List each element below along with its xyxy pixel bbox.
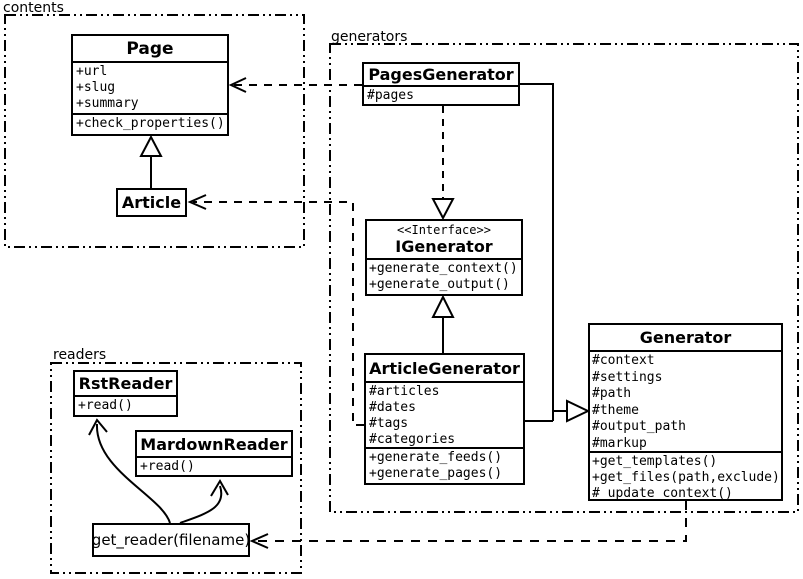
class-article: Article bbox=[116, 188, 187, 217]
attribute: #output_path bbox=[592, 419, 686, 434]
class-rstreader: RstReader +read() bbox=[73, 370, 178, 417]
package-border-contents bbox=[4, 14, 305, 248]
class-generator-title: Generator bbox=[590, 325, 781, 352]
arrow-getreader-mardownreader bbox=[179, 479, 229, 524]
attribute: #dates bbox=[369, 400, 416, 415]
method: +generate_output() bbox=[369, 277, 510, 292]
class-page: Page +url +slug +summary +check_properti… bbox=[71, 34, 229, 136]
class-mardownreader: MardownReader +read() bbox=[135, 430, 293, 477]
dependency-pagesgenerator-page bbox=[228, 77, 362, 93]
attribute: #categories bbox=[369, 432, 456, 447]
method: +read() bbox=[140, 459, 195, 474]
class-page-title: Page bbox=[73, 36, 227, 63]
class-igenerator: <<Interface>> IGenerator +generate_conte… bbox=[365, 219, 523, 296]
class-pagesgenerator: PagesGenerator #pages bbox=[362, 62, 520, 106]
dependency-generator-getreader bbox=[249, 501, 687, 549]
class-igenerator-title: IGenerator bbox=[395, 237, 493, 256]
arrow-getreader-rstreader bbox=[88, 418, 171, 524]
class-rstreader-title: RstReader bbox=[75, 372, 176, 397]
generalization-articlegenerator-igenerator bbox=[431, 294, 455, 353]
generalization-article-page bbox=[139, 134, 163, 188]
class-articlegenerator-title: ArticleGenerator bbox=[366, 355, 523, 383]
attribute: +slug bbox=[76, 80, 116, 95]
class-pagesgenerator-title: PagesGenerator bbox=[364, 64, 518, 87]
attribute: #theme bbox=[592, 402, 639, 418]
package-label-contents: contents bbox=[3, 0, 64, 16]
class-igenerator-stereotype: <<Interface>> bbox=[397, 223, 491, 237]
attribute: #path bbox=[592, 386, 632, 401]
attribute: #settings bbox=[592, 369, 663, 385]
function-get-reader: get_reader(filename) bbox=[92, 523, 250, 557]
attribute: #articles bbox=[369, 384, 440, 399]
attribute: #markup bbox=[592, 435, 647, 451]
class-articlegenerator: ArticleGenerator #articles #dates #tags … bbox=[364, 353, 525, 485]
method: +get_files(path,exclude) bbox=[592, 470, 780, 485]
realization-pagesgenerator-igenerator bbox=[431, 106, 455, 221]
method: +read() bbox=[78, 398, 133, 413]
package-label-generators: generators bbox=[331, 29, 408, 45]
attribute: +url bbox=[76, 64, 108, 79]
attribute: +summary bbox=[76, 96, 139, 111]
class-mardownreader-title: MardownReader bbox=[137, 432, 291, 458]
generalization-generators-generator bbox=[520, 83, 591, 423]
attribute: #tags bbox=[369, 416, 409, 431]
method: +generate_feeds() bbox=[369, 450, 503, 465]
method: #_update_context() bbox=[592, 486, 733, 501]
method: +generate_pages() bbox=[369, 466, 503, 481]
attribute: #context bbox=[592, 353, 655, 368]
package-border-readers bbox=[50, 362, 302, 574]
method: +check_properties() bbox=[76, 116, 225, 131]
attribute: #pages bbox=[367, 88, 414, 103]
class-article-title: Article bbox=[121, 193, 182, 212]
dependency-articlegenerator-article bbox=[187, 194, 364, 426]
class-generator: Generator #context #settings #path #them… bbox=[588, 323, 783, 501]
method: +generate_context() bbox=[369, 261, 518, 276]
package-label-readers: readers bbox=[53, 347, 107, 363]
package-border-generators bbox=[329, 43, 799, 513]
method: +get_templates() bbox=[592, 454, 718, 469]
